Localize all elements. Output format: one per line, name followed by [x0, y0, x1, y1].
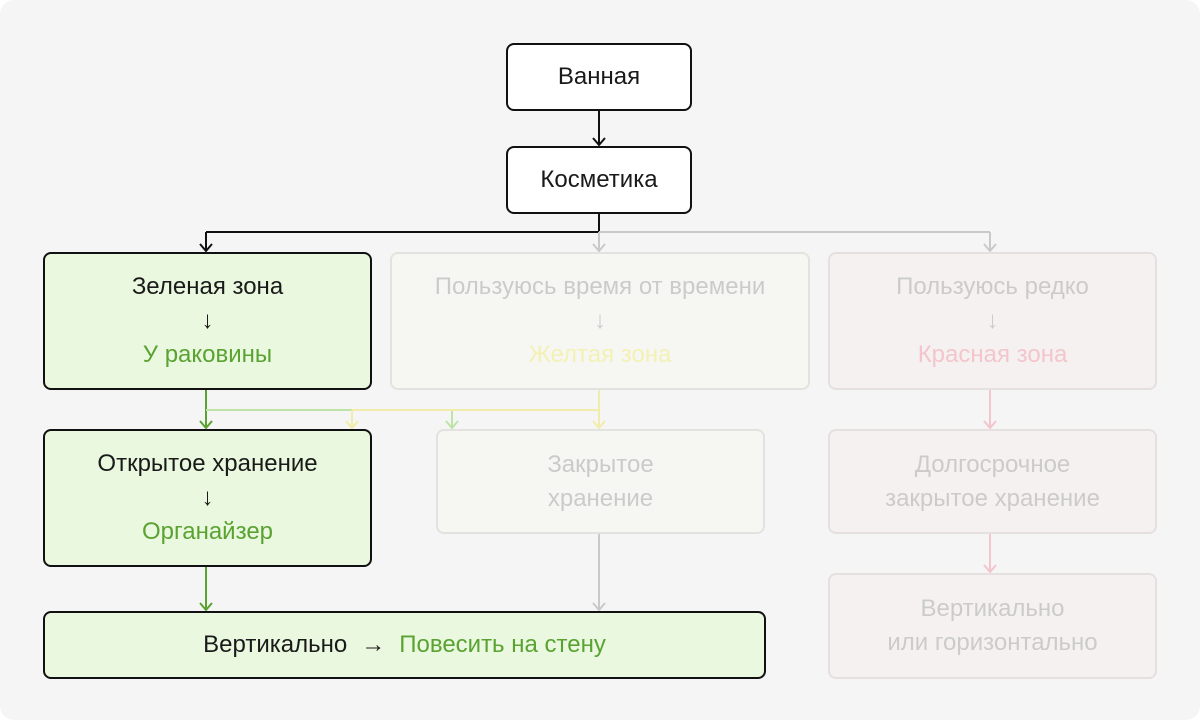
node-closed-storage: Закрытое хранение: [436, 429, 765, 534]
connector-bathroom-cosmetics: [592, 110, 606, 147]
connector-cosmetics-sometimes: [592, 232, 606, 253]
long-term-line1: Долгосрочное: [914, 450, 1071, 478]
sometimes-title: Пользуюсь время от времени: [434, 273, 766, 300]
node-vertical-or-horizontal: Вертикально или горизонтально: [828, 573, 1157, 679]
vh-line1: Вертикально: [920, 595, 1065, 622]
red-zone-label: Красная зона: [917, 341, 1068, 368]
node-cosmetics: Косметика: [506, 146, 692, 214]
closed-storage-line1: Закрытое: [547, 450, 654, 478]
green-zone-place: У раковины: [142, 341, 273, 368]
right-arrow-icon: →: [361, 631, 386, 658]
node-bathroom-label: Ванная: [557, 63, 641, 90]
down-arrow-icon: ↓: [201, 484, 214, 511]
node-rarely: Пользуюсь редко ↓ Красная зона: [828, 252, 1157, 390]
connector-green-closed: [206, 409, 459, 430]
down-arrow-icon: ↓: [201, 307, 214, 334]
connector-cosmetics-rarely: [599, 231, 997, 253]
open-storage-item: Органайзер: [141, 518, 274, 545]
connector-green-open: [199, 389, 213, 430]
connector-open-vertical: [199, 566, 213, 612]
node-cosmetics-label: Косметика: [540, 166, 658, 193]
node-long-term: Долгосрочное закрытое хранение: [828, 429, 1157, 534]
node-open-storage: Открытое хранение ↓ Органайзер: [43, 429, 372, 567]
connector-closed-vertical: [592, 533, 606, 612]
closed-storage-line2: хранение: [547, 484, 654, 512]
open-storage-title: Открытое хранение: [97, 450, 318, 477]
vh-line2: или горизонтально: [887, 629, 1098, 656]
connector-red-longterm: [983, 389, 997, 430]
connector-yellow-branches: [345, 389, 606, 430]
down-arrow-icon: ↓: [594, 307, 606, 334]
vertical-hang-label: Вертикально: [203, 631, 348, 658]
green-zone-title: Зеленая зона: [131, 273, 284, 300]
node-bathroom: Ванная: [506, 43, 692, 111]
connector-longterm-vh: [983, 533, 997, 574]
connector-cosmetics-green: [199, 213, 600, 253]
node-sometimes: Пользуюсь время от времени ↓ Желтая зона: [390, 252, 810, 390]
yellow-zone-label: Желтая зона: [528, 341, 672, 368]
long-term-line2: закрытое хранение: [885, 484, 1100, 512]
down-arrow-icon: ↓: [986, 307, 999, 334]
node-green-zone: Зеленая зона ↓ У раковины: [43, 252, 372, 390]
vertical-hang-action: Повесить на стену: [399, 631, 606, 658]
node-vertical-hang: Вертикально → Повесить на стену: [43, 611, 766, 679]
rarely-title: Пользуюсь редко: [896, 273, 1089, 300]
